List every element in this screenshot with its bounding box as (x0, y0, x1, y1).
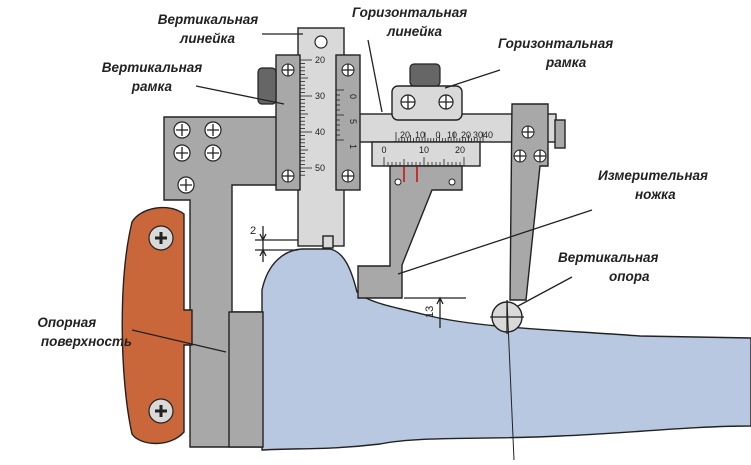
vertical-vernier-label: 1 (348, 144, 358, 149)
horizontal-scale-label: 10 (447, 130, 457, 140)
vertical-scale-label: 30 (315, 91, 325, 101)
label-vertical-support: Вертикальная опора (558, 250, 662, 284)
dimension-gap: 2 (250, 225, 298, 262)
horizontal-frame-screws (400, 94, 454, 110)
horizontal-scale-label: 0 (435, 130, 440, 140)
horizontal-scale-label: 10 (415, 130, 425, 140)
vertical-frame-screws (281, 63, 355, 183)
label-measuring-leg: Измерительная ножка (598, 168, 712, 202)
horizontal-vernier-label: 0 (381, 145, 386, 155)
vertical-ruler-tip (322, 235, 334, 249)
vertical-frame-knob (257, 67, 277, 105)
dimension-gap-value: 2 (250, 225, 256, 237)
label-horizontal-frame: Горизонтальная рамка (498, 36, 617, 70)
horizontal-vernier-labels: 0 10 20 (381, 145, 465, 155)
vertical-vernier-label: 0 (348, 94, 358, 99)
handle-screws (148, 225, 174, 424)
label-vertical-frame: Вертикальная рамка (102, 60, 206, 94)
vertical-vernier-labels: 0 5 1 (348, 94, 358, 149)
support-axis (506, 299, 515, 461)
dimension-height: 13 (404, 296, 466, 328)
vertical-vernier-label: 5 (348, 119, 358, 124)
vertical-scale-label: 40 (315, 127, 325, 137)
leader-lines (131, 33, 593, 353)
horizontal-scale-label: 30 (473, 130, 483, 140)
vertical-scale-label: 20 (315, 55, 325, 65)
horizontal-vernier-label: 10 (419, 145, 429, 155)
handle (121, 206, 193, 445)
label-support-surface: Опорная поверхность (37, 315, 132, 349)
horizontal-ruler-end (554, 119, 566, 149)
vertical-frame-right (335, 54, 361, 191)
vertical-scale-labels: 20 30 40 50 (315, 55, 325, 173)
body-screws (173, 121, 222, 194)
support-surface-plate (228, 311, 264, 448)
horizontal-scale-label: 20 (400, 130, 410, 140)
horizontal-scale-label: 40 (483, 130, 493, 140)
horizontal-vernier-label: 20 (455, 145, 465, 155)
horizontal-frame-knob (409, 63, 441, 87)
tooth-profile (261, 248, 751, 451)
support-screws (513, 125, 547, 163)
label-horizontal-ruler: Горизонтальная линейка (352, 5, 471, 39)
vertical-vernier-ticks (336, 89, 344, 141)
horizontal-scale-label: 20 (461, 130, 471, 140)
vertical-scale-ticks (300, 59, 312, 176)
label-vertical-ruler: Вертикальная линейка (158, 12, 262, 46)
dimension-height-value: 13 (424, 306, 436, 318)
vertical-scale-label: 50 (315, 163, 325, 173)
vertical-frame-left (275, 54, 301, 191)
measuring-leg (357, 165, 463, 299)
